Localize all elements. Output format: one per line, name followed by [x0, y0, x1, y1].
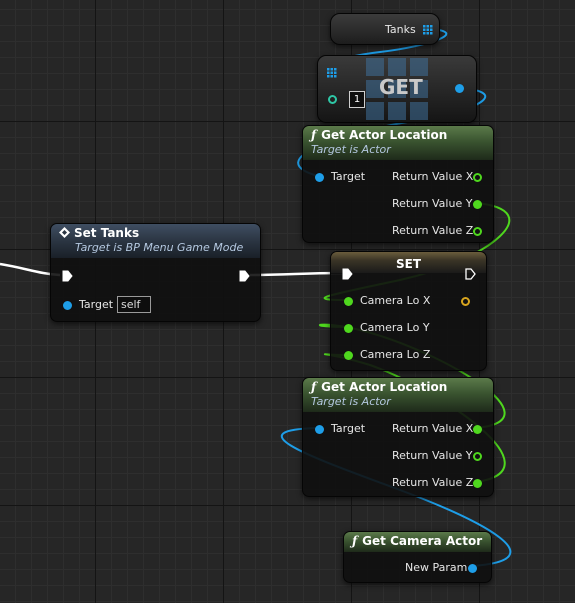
node-title: Get Actor Location [321, 380, 448, 394]
target-label: Target [331, 170, 366, 183]
tanks-variable-node[interactable]: Tanks [330, 13, 440, 45]
return-x-pin[interactable] [473, 425, 482, 434]
return-y-label: Return Value Y [392, 197, 473, 210]
node-header: SET [331, 252, 486, 274]
camera-x-pin[interactable] [344, 297, 353, 306]
node-subtitle: Target is Actor [311, 143, 391, 156]
get-output-pin[interactable] [455, 84, 464, 93]
node-header: ƒ Get Actor Location Target is Actor [303, 126, 493, 160]
get-index-pin[interactable] [328, 95, 337, 104]
target-pin[interactable] [63, 301, 72, 310]
return-z-label: Return Value Z [392, 224, 474, 237]
camera-z-pin[interactable] [344, 351, 353, 360]
new-param-pin[interactable] [468, 564, 477, 573]
node-title: SET [395, 257, 422, 271]
array-get-node[interactable]: GET 1 [317, 55, 477, 123]
camera-y-pin[interactable] [344, 324, 353, 333]
return-y-pin[interactable] [473, 452, 482, 461]
node-header: ƒ Get Camera Actor [344, 532, 491, 552]
target-label: Target [79, 298, 114, 311]
get-camera-actor-node[interactable]: ƒ Get Camera Actor New Param [343, 531, 492, 583]
camera-y-label: Camera Lo Y [360, 321, 430, 334]
exec-in-pin[interactable] [62, 270, 73, 282]
get-grid-backdrop [366, 58, 428, 120]
node-header: Set Tanks Target is BP Menu Game Mode [51, 224, 260, 258]
new-param-label: New Param [405, 561, 468, 574]
exec-out-pin[interactable] [239, 270, 250, 282]
function-icon: ƒ [352, 534, 358, 548]
exec-in-pin[interactable] [342, 268, 353, 280]
node-subtitle: Target is BP Menu Game Mode [75, 241, 244, 254]
get-actor-location-node-bottom[interactable]: ƒ Get Actor Location Target is Actor Targ… [302, 377, 494, 497]
exec-out-pin[interactable] [465, 268, 476, 280]
camera-z-label: Camera Lo Z [360, 348, 431, 361]
target-label: Target [331, 422, 366, 435]
return-z-pin[interactable] [473, 227, 482, 236]
return-x-label: Return Value X [392, 170, 474, 183]
node-subtitle: Target is Actor [311, 395, 391, 408]
node-title: Set Tanks [74, 226, 140, 240]
return-x-pin[interactable] [473, 173, 482, 182]
target-pin[interactable] [315, 425, 324, 434]
array-grid-icon[interactable] [327, 68, 337, 78]
array-grid-icon [423, 25, 433, 35]
return-y-label: Return Value Y [392, 449, 473, 462]
set-tanks-node[interactable]: Set Tanks Target is BP Menu Game Mode Ta… [50, 223, 261, 322]
get-title: GET [379, 75, 423, 99]
return-y-pin[interactable] [473, 200, 482, 209]
function-icon: ƒ [311, 380, 317, 394]
target-self-input[interactable]: self [117, 296, 151, 313]
return-z-pin[interactable] [473, 479, 482, 488]
set-camera-location-node[interactable]: SET Camera Lo X Camera Lo Y Camera Lo Z [330, 251, 487, 371]
target-pin[interactable] [315, 173, 324, 182]
return-z-label: Return Value Z [392, 476, 474, 489]
tanks-label: Tanks [385, 23, 416, 36]
node-header: ƒ Get Actor Location Target is Actor [303, 378, 493, 412]
exec-wire-set [249, 271, 343, 277]
node-title: Get Actor Location [321, 128, 448, 142]
return-x-label: Return Value X [392, 422, 474, 435]
diamond-set-icon [59, 227, 70, 238]
camera-x-label: Camera Lo X [360, 294, 431, 307]
get-actor-location-node-top[interactable]: ƒ Get Actor Location Target is Actor Targ… [302, 125, 494, 243]
get-index-input[interactable]: 1 [349, 91, 365, 108]
function-icon: ƒ [311, 128, 317, 142]
node-title: Get Camera Actor [362, 534, 483, 548]
camera-output-pin[interactable] [461, 297, 470, 306]
